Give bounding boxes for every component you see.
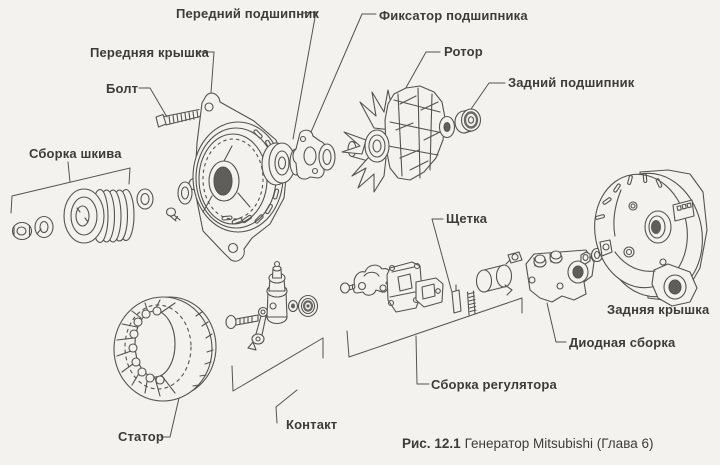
brush-spring-drawing <box>468 291 477 315</box>
front-bearing-leader <box>293 12 316 139</box>
front-cover-drawing <box>189 93 287 261</box>
leader-lines <box>11 12 566 437</box>
rear-bearing-drawing <box>455 109 481 133</box>
label-stator: Статор <box>118 429 164 444</box>
label-front-cover: Передняя крышка <box>90 45 210 60</box>
label-contact: Контакт <box>286 417 338 432</box>
contact-bracket <box>232 338 323 391</box>
capacitor-drawing <box>477 252 523 295</box>
lock-washer-drawing <box>35 217 53 238</box>
label-diode-assembly: Диодная сборка <box>569 335 676 350</box>
figure-caption-title: Генератор Mitsubishi (Глава 6) <box>464 436 654 451</box>
rear-bearing-leader <box>469 83 505 112</box>
label-regulator-assembly: Сборка регулятора <box>431 377 557 392</box>
bearing-retainer-drawing <box>293 130 335 179</box>
pulley-nut-drawing <box>13 223 32 240</box>
stator-drawing <box>114 297 216 401</box>
regulator-leader <box>416 336 429 384</box>
label-rotor: Ротор <box>444 44 483 59</box>
pulley-spacer-drawing <box>137 189 153 209</box>
pulley-bracket-connector <box>68 162 70 182</box>
pulley-drawing <box>64 189 134 243</box>
label-bearing-retainer: Фиксатор подшипника <box>379 8 528 23</box>
contact-leader <box>276 390 297 423</box>
brush-drawing <box>452 285 461 313</box>
regulator-bracket <box>347 298 522 357</box>
cover-washer-drawing <box>178 182 192 204</box>
label-front-bearing: Передний подшипник <box>176 6 320 21</box>
rotor-washer-drawing <box>440 117 455 138</box>
bearing-retainer-leader <box>308 14 376 139</box>
label-bolt: Болт <box>106 81 139 96</box>
regulator-drawing <box>341 262 444 312</box>
bolt-drawing <box>156 110 200 128</box>
stator-leader <box>161 398 179 437</box>
pulley-assembly-drawing <box>13 189 154 243</box>
rotor-drawing <box>342 86 445 192</box>
diode-assembly-leader <box>547 303 566 342</box>
cover-screw-drawing <box>167 208 181 221</box>
contact-drawing <box>226 262 318 351</box>
brush-leader <box>432 219 453 296</box>
diode-assembly-drawing <box>526 250 594 302</box>
bolt-leader <box>139 88 167 117</box>
label-rear-bearing: Задний подшипник <box>508 75 635 90</box>
label-pulley-assembly: Сборка шкива <box>29 146 122 161</box>
rear-cover-vents <box>595 173 662 219</box>
figure-caption-number: Рис. 12.1 <box>402 436 461 451</box>
pulley-bracket <box>11 168 130 213</box>
rotor-leader <box>403 52 440 93</box>
label-brush: Щетка <box>446 211 488 226</box>
rear-cover-drawing <box>586 165 712 306</box>
label-rear-cover: Задняя крышка <box>607 302 710 317</box>
